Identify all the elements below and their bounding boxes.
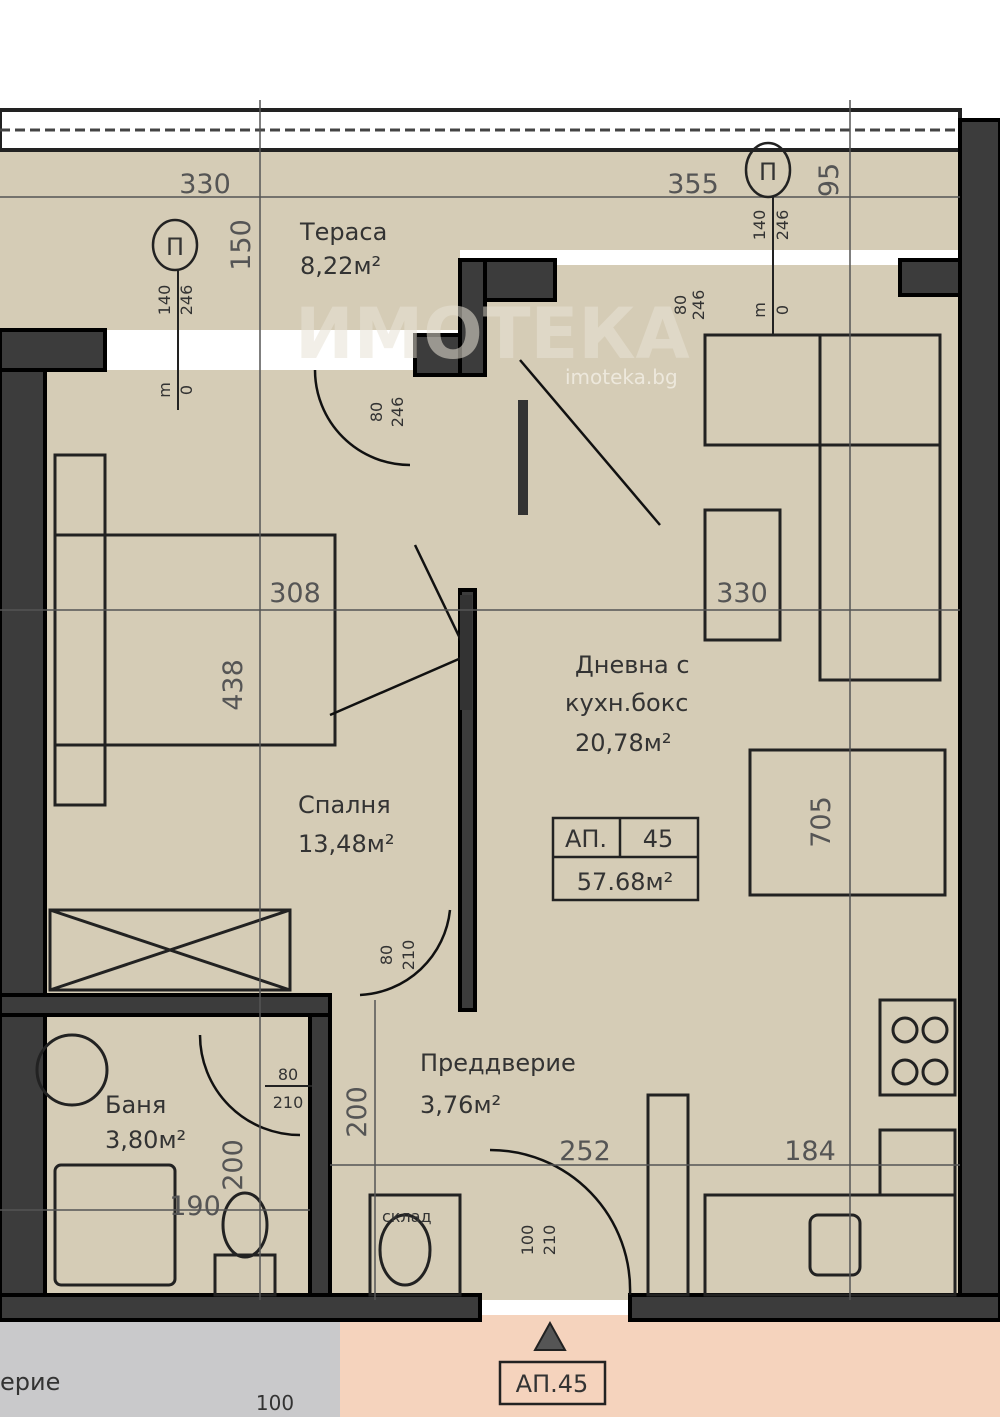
fridge <box>646 1093 690 1297</box>
apartment-number: 45 <box>643 825 674 853</box>
door-labels: 80 246 80 246 80 210 80 210 100 210 <box>265 290 708 1256</box>
dim-living-width: 330 <box>716 578 768 609</box>
room-name-hall: Преддверие <box>420 1049 576 1077</box>
dim-terrace-left: 330 <box>179 169 231 200</box>
sliding-door-bedroom <box>460 595 472 710</box>
window-mark-left: П 140 246 m 0 <box>151 218 199 410</box>
apartment-area: 57.68м² <box>577 868 673 896</box>
window-mark-circle <box>151 218 199 272</box>
room-name-living-2: кухн.бокс <box>565 689 688 717</box>
entrance-arrow-icon <box>533 1320 567 1351</box>
dim-neighbor-door: 100 <box>256 1391 294 1415</box>
neighbor-apartment-area <box>0 1315 345 1417</box>
window-mark-circle <box>744 141 792 199</box>
door-width: 80 <box>377 945 396 965</box>
bathroom-floor <box>45 1015 330 1295</box>
room-area-hall: 3,76м² <box>420 1091 501 1119</box>
dim-bath-width: 190 <box>169 1191 221 1222</box>
door-width: 80 <box>278 1065 298 1084</box>
storage-label: склад <box>382 1207 432 1226</box>
entrance-tag: АП.45 <box>498 1360 607 1406</box>
door-height: 246 <box>689 290 708 321</box>
doors <box>198 359 661 1296</box>
coffee-table <box>703 508 782 642</box>
apartment-info-box: АП. 45 57.68м² <box>551 816 700 902</box>
window-mark-label: П <box>166 233 184 261</box>
window-sill: m <box>155 382 174 398</box>
dim-kitchen-width: 184 <box>784 1136 836 1167</box>
window-height: 246 <box>177 285 196 316</box>
neighbor-room-label: ерие <box>0 1368 60 1396</box>
watermark-logo: ИМОТЕКА <box>295 293 690 375</box>
dim-hall-width: 252 <box>559 1136 611 1167</box>
room-area-bathroom: 3,80м² <box>105 1126 186 1154</box>
shower <box>53 1163 177 1287</box>
dining-table <box>748 748 947 897</box>
storage-box <box>368 1193 462 1297</box>
door-height: 210 <box>540 1225 559 1256</box>
dim-terrace-edge: 95 <box>814 163 845 197</box>
living-floor <box>470 265 960 1300</box>
window-sill-value: 0 <box>773 305 792 315</box>
window-sill-value: 0 <box>177 385 196 395</box>
toilet <box>221 1191 269 1259</box>
door-height: 246 <box>388 397 407 428</box>
sink <box>808 1213 862 1277</box>
door-height: 210 <box>273 1093 304 1112</box>
window-height: 246 <box>773 210 792 241</box>
hall-floor <box>330 1000 475 1300</box>
washbasin <box>35 1033 109 1107</box>
room-labels: Тераса 8,22м² Спалня 13,48м² Дневна с ку… <box>0 218 690 1396</box>
door-width: 80 <box>367 402 386 422</box>
door-width: 100 <box>518 1225 537 1256</box>
dim-bath-height: 200 <box>218 1139 249 1191</box>
room-name-living: Дневна с <box>575 651 690 679</box>
dim-hall-height: 200 <box>342 1086 373 1138</box>
furniture <box>35 333 957 1297</box>
entrance-tag-label: АП.45 <box>516 1370 589 1398</box>
window-width: 140 <box>750 210 769 241</box>
window-sill: m <box>750 302 769 318</box>
stove <box>878 998 957 1097</box>
common-corridor <box>340 1315 1000 1417</box>
dim-bedroom-length: 438 <box>218 659 249 711</box>
dimensions: 330 355 95 150 308 438 330 705 200 190 2… <box>169 163 845 1415</box>
room-name-bedroom: Спалня <box>298 791 391 819</box>
room-name-bathroom: Баня <box>105 1091 166 1119</box>
room-area-terrace: 8,22м² <box>300 252 381 280</box>
nightstands <box>53 453 107 807</box>
apartment-label: АП. <box>565 825 607 853</box>
terrace-floor-left <box>0 230 460 330</box>
room-area-living: 20,78м² <box>575 729 671 757</box>
room-area-bedroom: 13,48м² <box>298 830 394 858</box>
dim-bedroom-width: 308 <box>269 578 321 609</box>
door-width: 80 <box>671 295 690 315</box>
room-name-terrace: Тераса <box>299 218 387 246</box>
window-mark-right: П 140 246 m 0 <box>744 141 792 335</box>
dim-living-length: 705 <box>806 796 837 848</box>
window-width: 140 <box>155 285 174 316</box>
watermark-site: imoteka.bg <box>565 365 678 389</box>
sliding-door <box>518 400 528 515</box>
kitchen-units <box>703 1193 957 1297</box>
grid-axes <box>0 100 960 1300</box>
dim-terrace-depth: 150 <box>226 219 257 271</box>
window-mark-label: П <box>759 158 777 186</box>
dim-terrace-right: 355 <box>667 169 719 200</box>
door-height: 210 <box>399 940 418 971</box>
wardrobe <box>48 908 292 992</box>
